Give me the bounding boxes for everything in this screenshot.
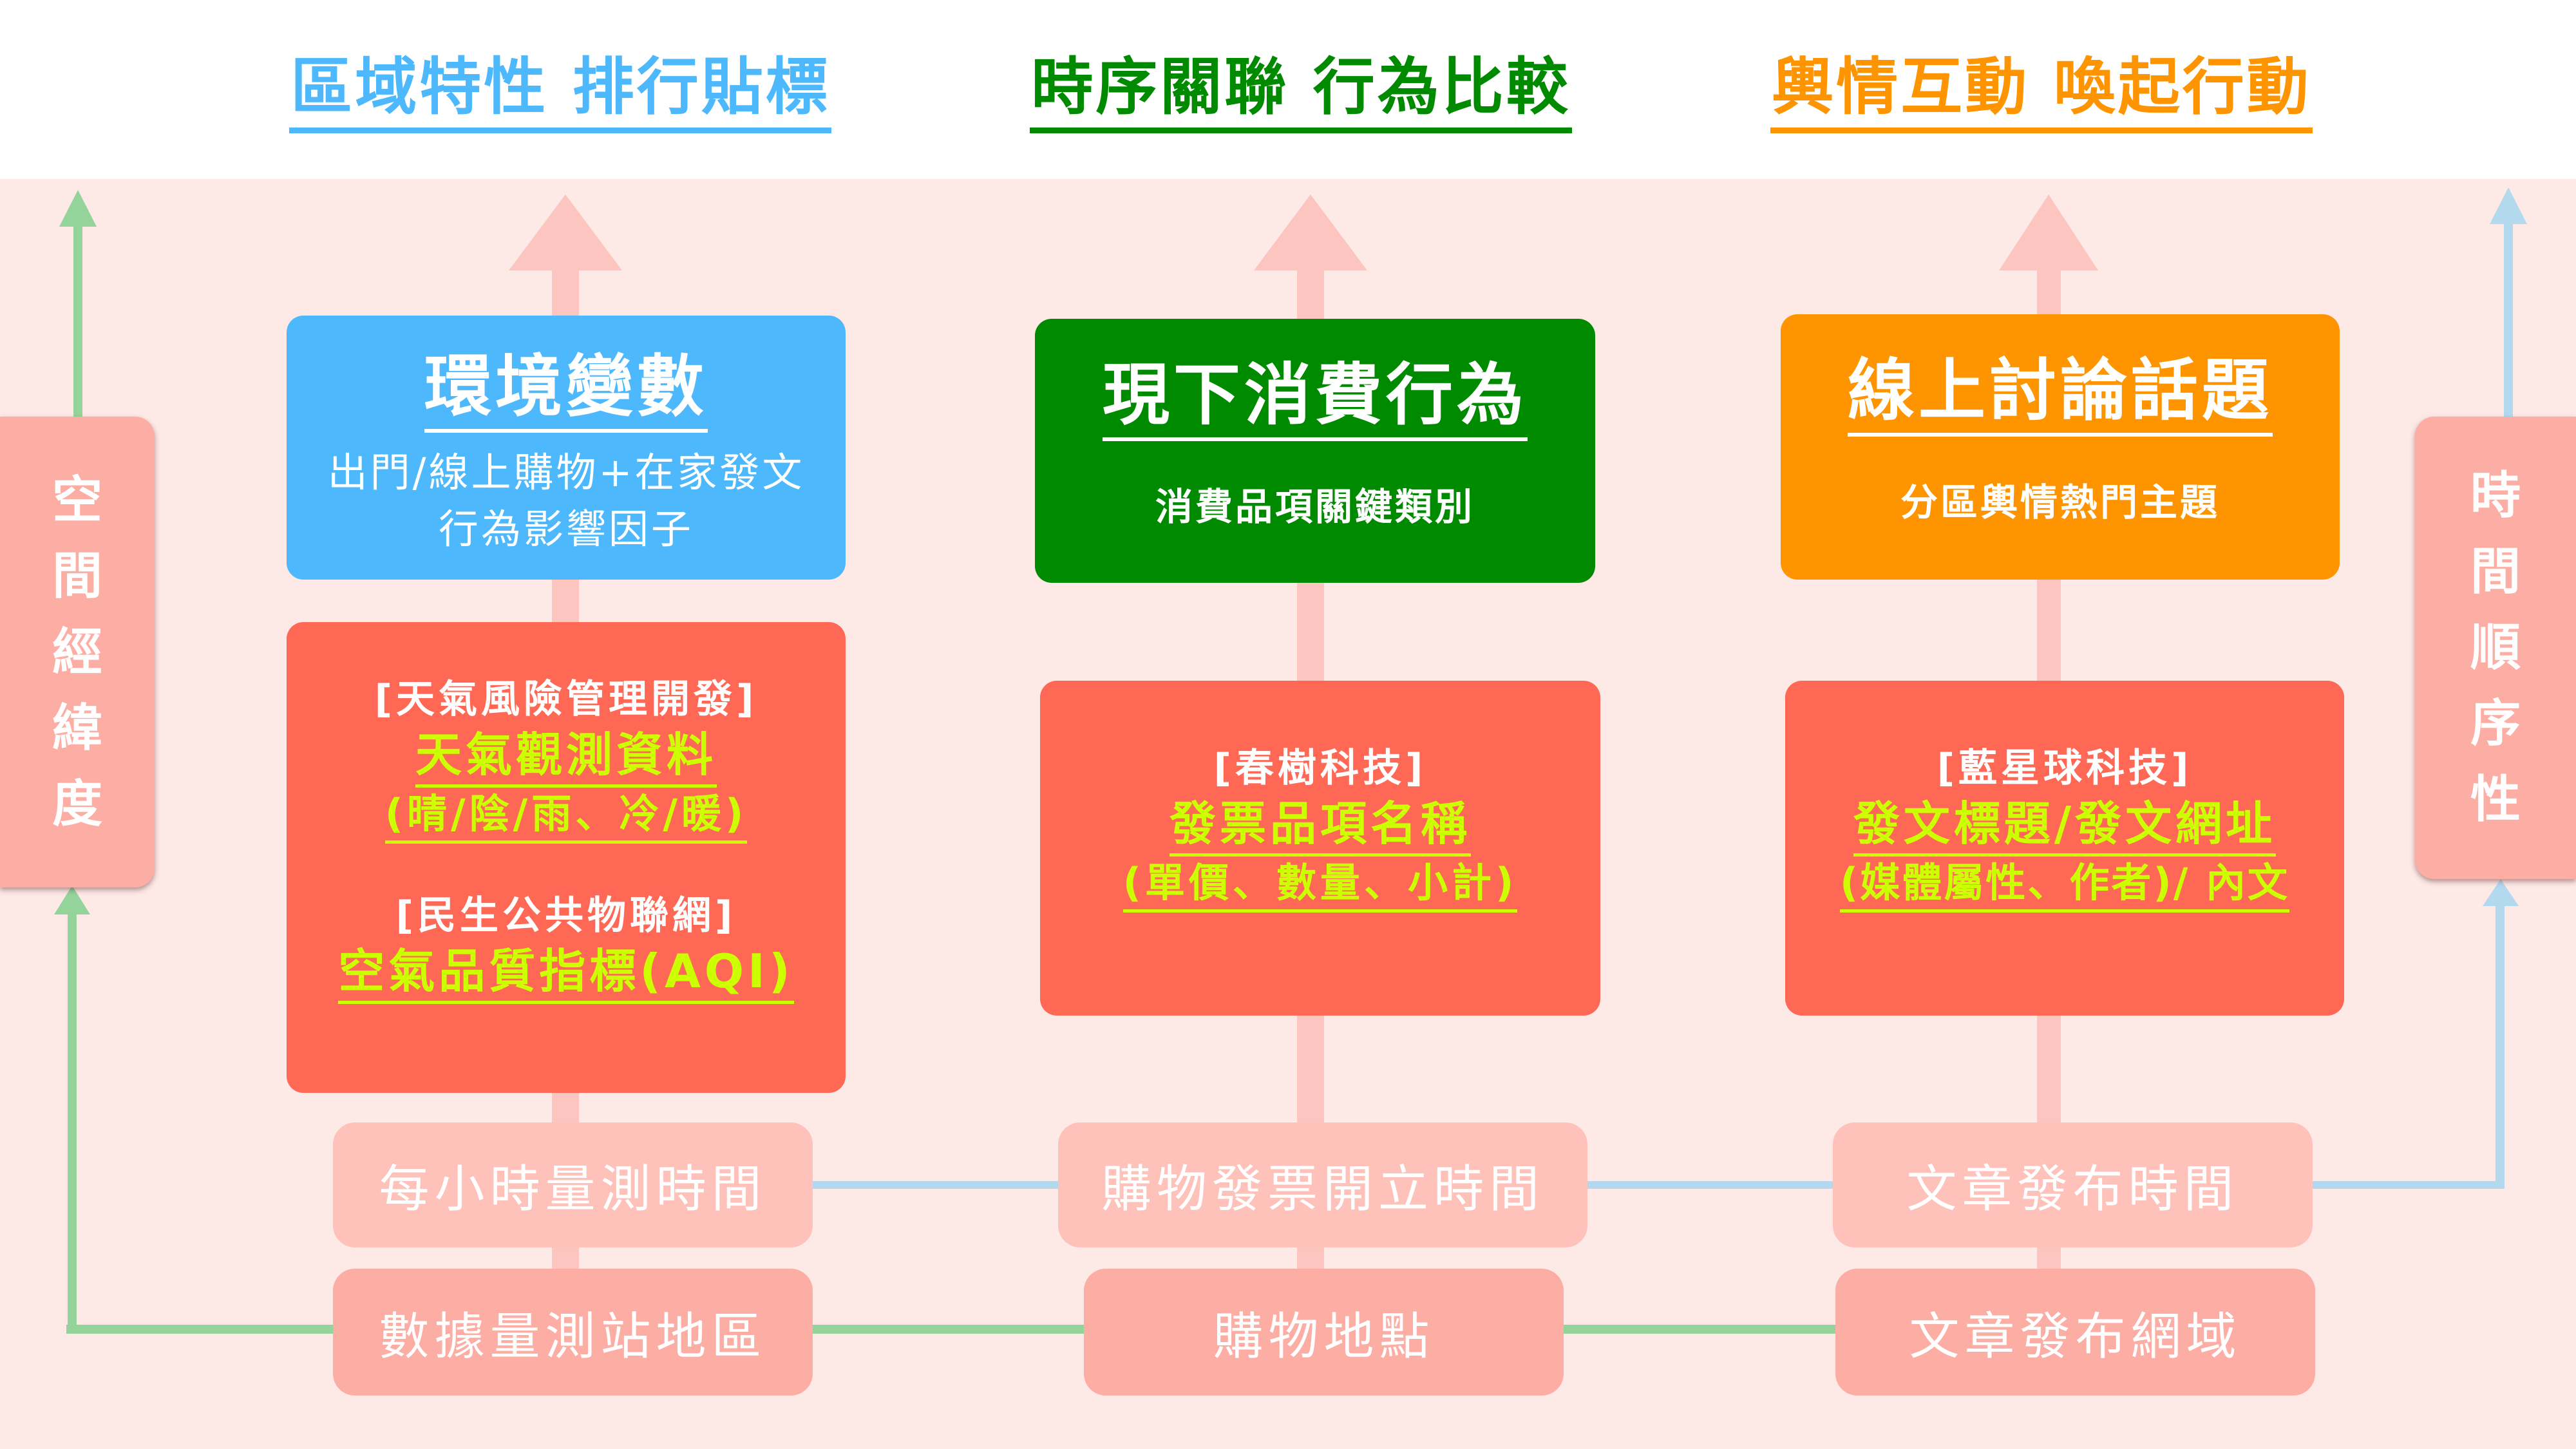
source-provider: [民生公共物聯網]	[395, 893, 737, 938]
arrowhead-up-icon	[54, 886, 90, 914]
location-pill-domain: 文章發布網域	[1835, 1269, 2315, 1396]
box-title: 線上討論話題	[1847, 352, 2273, 437]
time-pill-hourly: 每小時量測時間	[333, 1122, 813, 1247]
side-label-space: 空 間 經 緯 度	[0, 417, 155, 887]
source-data-line: 天氣觀測資料	[415, 725, 717, 788]
source-data-line: (單價、數量、小計)	[1122, 857, 1518, 913]
box-subtitle: 消費品項關鍵類別	[1155, 485, 1475, 529]
side-label-char: 時	[2470, 467, 2521, 525]
environment-variables-box: 環境變數 出門/線上購物+在家發文 行為影響因子	[287, 316, 846, 580]
source-box-social: [藍星球科技] 發文標題/發文網址 (媒體屬性、作者)/ 內文	[1785, 681, 2344, 1016]
arrowhead-up-icon	[2490, 187, 2527, 224]
header-regional: 區域特性 排行貼標	[283, 52, 837, 135]
side-label-char: 序	[2470, 695, 2521, 753]
box-subtitle: 出門/線上購物+在家發文	[327, 449, 805, 496]
location-pill-shopping: 購物地點	[1084, 1269, 1564, 1396]
source-data-line: 空氣品質指標(AQI)	[338, 942, 794, 1004]
side-label-char: 緯	[52, 699, 102, 757]
arrowhead-up-icon	[2483, 879, 2519, 906]
arrowhead-up-icon	[1999, 194, 2098, 270]
side-label-char: 間	[2470, 543, 2521, 601]
box-subtitle: 行為影響因子	[438, 506, 694, 553]
time-pill-post: 文章發布時間	[1833, 1122, 2313, 1247]
source-provider: [天氣風險管理開發]	[374, 677, 758, 722]
side-label-char: 空	[52, 471, 102, 529]
source-data-line: (晴/陰/雨、冷/暖)	[384, 788, 748, 844]
arrowhead-up-icon	[59, 190, 97, 227]
box-title: 現下消費行為	[1102, 356, 1528, 441]
source-provider: [藍星球科技]	[1937, 746, 2193, 791]
source-data-line: (媒體屬性、作者)/ 內文	[1840, 857, 2289, 913]
side-label-char: 經	[52, 623, 102, 681]
side-label-char: 性	[2470, 771, 2521, 829]
header-temporal: 時序關聯 行為比較	[1024, 52, 1578, 135]
online-topics-box: 線上討論話題 分區輿情熱門主題	[1781, 314, 2340, 580]
location-pill-station: 數據量測站地區	[333, 1269, 813, 1396]
box-subtitle: 分區輿情熱門主題	[1900, 480, 2220, 524]
source-box-invoice: [春樹科技] 發票品項名稱 (單價、數量、小計)	[1040, 681, 1600, 1016]
source-data-line: 發文標題/發文網址	[1853, 794, 2277, 857]
side-label-time: 時 間 順 序 性	[2415, 417, 2576, 879]
source-box-weather-aqi: [天氣風險管理開發] 天氣觀測資料 (晴/陰/雨、冷/暖) [民生公共物聯網] …	[287, 622, 846, 1093]
side-label-char: 順	[2470, 619, 2521, 677]
source-data-line: 發票品項名稱	[1169, 794, 1471, 857]
header-sentiment-text: 輿情互動 喚起行動	[1770, 52, 2313, 133]
arrowhead-up-icon	[509, 194, 622, 270]
arrowhead-up-icon	[1254, 194, 1367, 270]
header-sentiment: 輿情互動 喚起行動	[1765, 52, 2318, 135]
side-label-char: 間	[52, 547, 102, 605]
time-pill-invoice: 購物發票開立時間	[1058, 1122, 1587, 1247]
header-temporal-text: 時序關聯 行為比較	[1030, 52, 1572, 133]
header-regional-text: 區域特性 排行貼標	[289, 52, 831, 133]
box-title: 環境變數	[424, 348, 708, 433]
side-label-char: 度	[52, 775, 102, 833]
consumer-behavior-box: 現下消費行為 消費品項關鍵類別	[1035, 319, 1595, 583]
source-provider: [春樹科技]	[1213, 746, 1427, 791]
